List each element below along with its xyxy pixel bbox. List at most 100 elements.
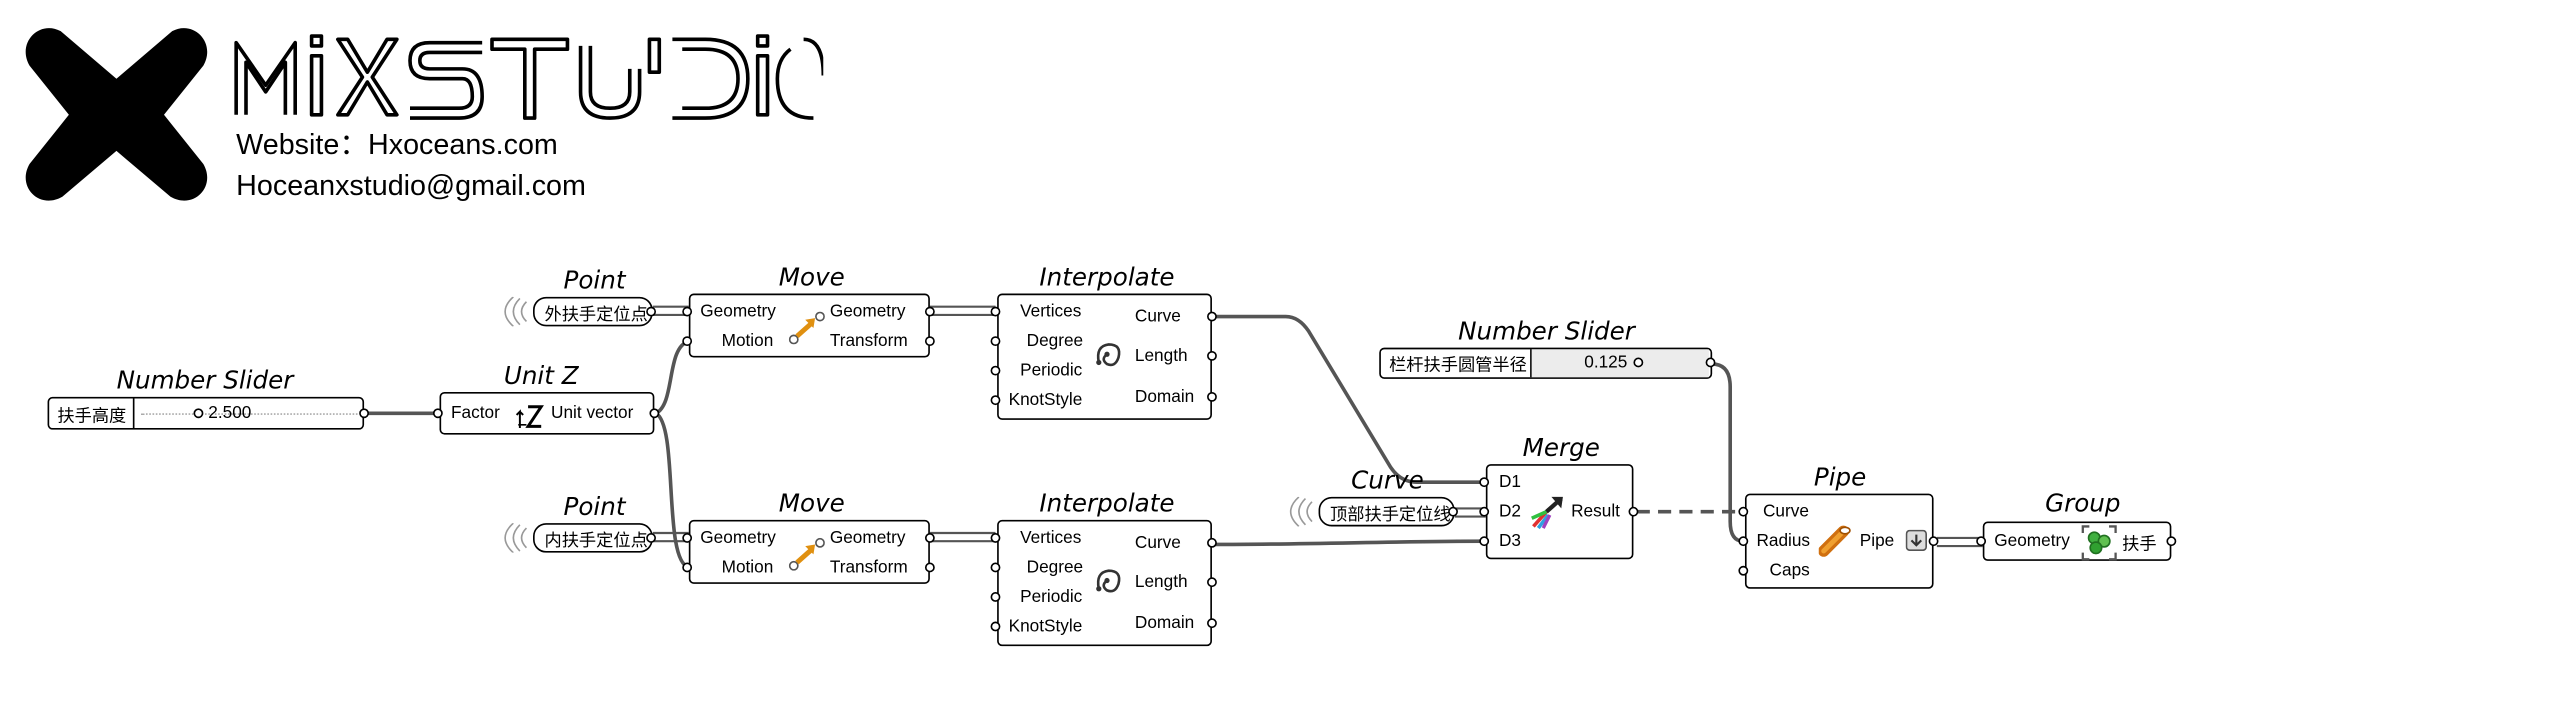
group-title: Group (2045, 488, 2121, 519)
input-grip[interactable] (1479, 536, 1490, 547)
move-output-geometry: Geometry (829, 528, 906, 548)
output-grip[interactable] (924, 533, 935, 543)
slider-divider (132, 398, 135, 429)
output-grip[interactable] (924, 306, 935, 317)
output-grip[interactable] (1928, 536, 1939, 547)
merge-title: Merge (1522, 432, 1600, 463)
input-grip[interactable] (1479, 477, 1490, 488)
output-grip[interactable] (1628, 506, 1639, 517)
merge-input-d3: D3 (1498, 531, 1521, 552)
merge-input-d1: D1 (1498, 472, 1521, 492)
input-grip[interactable] (1738, 565, 1749, 576)
input-grip[interactable] (682, 336, 693, 347)
input-grip[interactable] (990, 336, 1001, 347)
input-grip[interactable] (1479, 506, 1490, 517)
interp-output-domain: Domain (1134, 613, 1195, 634)
interp-output-curve: Curve (1134, 306, 1181, 327)
group-component[interactable]: Geometry 扶手 (1982, 521, 2172, 561)
input-grip[interactable] (682, 306, 693, 317)
pipe-output-pipe: Pipe (1859, 531, 1895, 552)
group-icon (2081, 525, 2117, 561)
output-grip[interactable] (1207, 618, 1217, 629)
output-grip[interactable] (1207, 350, 1217, 361)
output-grip[interactable] (2166, 536, 2177, 547)
input-grip[interactable] (990, 306, 1001, 317)
interp-output-curve: Curve (1134, 533, 1181, 553)
move-icon (788, 311, 825, 345)
move-input-motion: Motion (721, 557, 774, 578)
brand-wordmark (234, 34, 824, 120)
point-inner-name: 内扶手定位点 (544, 531, 648, 552)
point-outer-param[interactable]: 外扶手定位点 (533, 296, 653, 327)
move-input-motion: Motion (721, 331, 774, 351)
input-grip[interactable] (1738, 536, 1749, 547)
interp-top-component[interactable]: Vertices Degree Periodic KnotStyle Curve… (997, 293, 1212, 420)
slider-height-title: Number Slider (116, 365, 294, 396)
input-grip[interactable] (432, 408, 443, 419)
output-grip[interactable] (646, 533, 656, 543)
interp-output-domain: Domain (1134, 387, 1195, 407)
output-grip[interactable] (924, 562, 935, 573)
slider-radius-track[interactable] (1531, 349, 1709, 378)
output-grip[interactable] (646, 306, 656, 317)
output-grip[interactable] (1448, 506, 1458, 517)
unit-z-output-vector: Unit vector (551, 403, 634, 424)
move-bottom-component[interactable]: Geometry Motion Geometry Transform (688, 519, 930, 584)
wireless-icon (1289, 496, 1313, 527)
output-grip[interactable] (1207, 391, 1217, 402)
arrow-down-icon[interactable] (1905, 529, 1927, 552)
output-grip[interactable] (924, 336, 935, 347)
input-grip[interactable] (990, 533, 1001, 543)
interp-input-degree: Degree (1026, 557, 1084, 578)
input-grip[interactable] (682, 562, 693, 573)
output-grip[interactable] (1705, 357, 1716, 368)
merge-input-d2: D2 (1498, 501, 1521, 522)
output-grip[interactable] (1207, 537, 1217, 548)
move-input-geometry: Geometry (700, 528, 776, 548)
pipe-input-caps: Caps (1769, 560, 1810, 581)
slider-radius-handle[interactable] (1633, 357, 1644, 368)
merge-component[interactable]: D1 D2 D3 Result (1485, 464, 1634, 560)
input-grip[interactable] (990, 592, 1001, 602)
move-output-geometry: Geometry (829, 301, 906, 322)
pipe-title: Pipe (1813, 462, 1867, 492)
slider-radius-title: Number Slider (1458, 316, 1635, 347)
unit-z-icon (515, 405, 544, 429)
slider-radius[interactable]: 栏杆扶手圆管半径 0.125 (1379, 347, 1713, 379)
slider-height-track[interactable] (141, 413, 358, 415)
email-label: Hoceanxstudio@gmail.com (236, 168, 586, 202)
input-grip[interactable] (990, 621, 1001, 632)
input-grip[interactable] (990, 562, 1001, 573)
input-grip[interactable] (990, 395, 1001, 406)
merge-icon (1531, 496, 1563, 530)
move-top-component[interactable]: Geometry Motion Geometry Transform (688, 293, 930, 358)
output-grip[interactable] (1207, 311, 1217, 322)
slider-height[interactable]: 扶手高度 2.500 (47, 396, 365, 430)
interp-output-length: Length (1134, 572, 1188, 593)
input-grip[interactable] (1738, 506, 1749, 517)
wireless-icon (504, 296, 528, 327)
slider-radius-value: 0.125 (1584, 352, 1628, 373)
interp-bottom-component[interactable]: Vertices Degree Periodic KnotStyle Curve… (997, 519, 1212, 647)
interp-bottom-title: Interpolate (1039, 488, 1175, 519)
slider-height-value: 2.500 (208, 403, 252, 424)
output-grip[interactable] (1207, 577, 1217, 588)
input-grip[interactable] (1976, 536, 1987, 547)
move-bottom-title: Move (778, 488, 845, 519)
pipe-input-curve: Curve (1763, 501, 1809, 522)
curve-param[interactable]: 顶部扶手定位线 (1318, 496, 1455, 527)
slider-height-handle[interactable] (193, 408, 204, 419)
pipe-component[interactable]: Curve Radius Caps Pipe (1744, 493, 1934, 589)
interpolate-curve-icon (1096, 569, 1121, 593)
input-grip[interactable] (682, 533, 693, 543)
input-grip[interactable] (990, 365, 1001, 376)
move-output-transform: Transform (829, 331, 908, 351)
wireless-icon (504, 523, 528, 553)
output-grip[interactable] (649, 408, 660, 419)
unit-z-component[interactable]: Factor Unit vector (439, 391, 655, 435)
group-input-geometry: Geometry (1994, 531, 2070, 552)
point-outer-title: Point (563, 265, 626, 296)
point-inner-param[interactable]: 内扶手定位点 (533, 523, 653, 553)
output-grip[interactable] (359, 408, 369, 419)
